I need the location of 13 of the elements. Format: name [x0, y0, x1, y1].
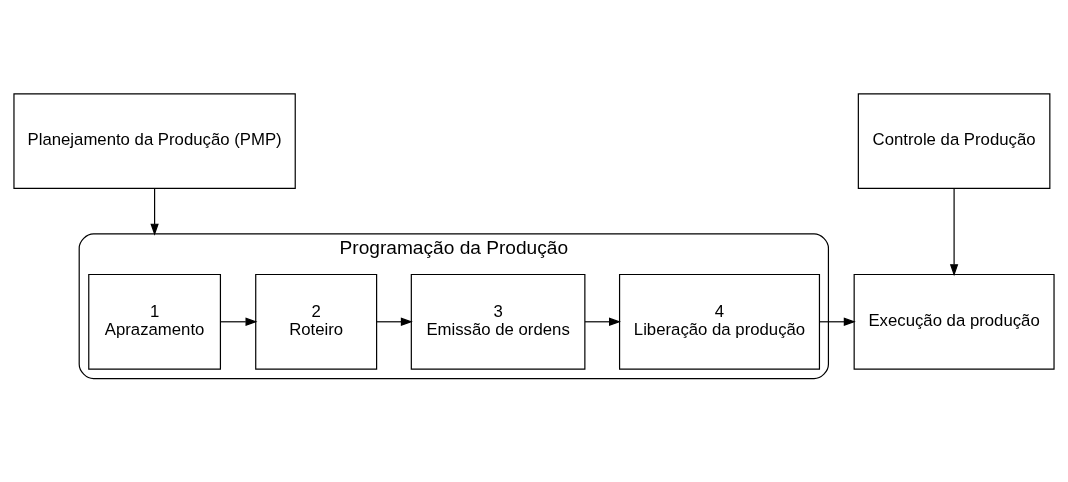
arrow [219, 317, 258, 326]
node-box: 4 Liberação da produção [618, 273, 821, 370]
node-box: 2 Roteiro [255, 273, 378, 370]
arrow [949, 188, 959, 277]
arrow [150, 188, 159, 236]
node-box: Controle da Produção [857, 93, 1051, 189]
arrow [584, 317, 621, 326]
arrow [376, 317, 413, 326]
node-box: Planejamento da Produção (PMP) [13, 93, 296, 189]
node-box: Execução da produção [853, 273, 1055, 370]
node-box: 1 Aprazamento [88, 273, 222, 370]
node-box: 3 Emissão de ordens [410, 273, 586, 370]
arrow [819, 317, 856, 326]
